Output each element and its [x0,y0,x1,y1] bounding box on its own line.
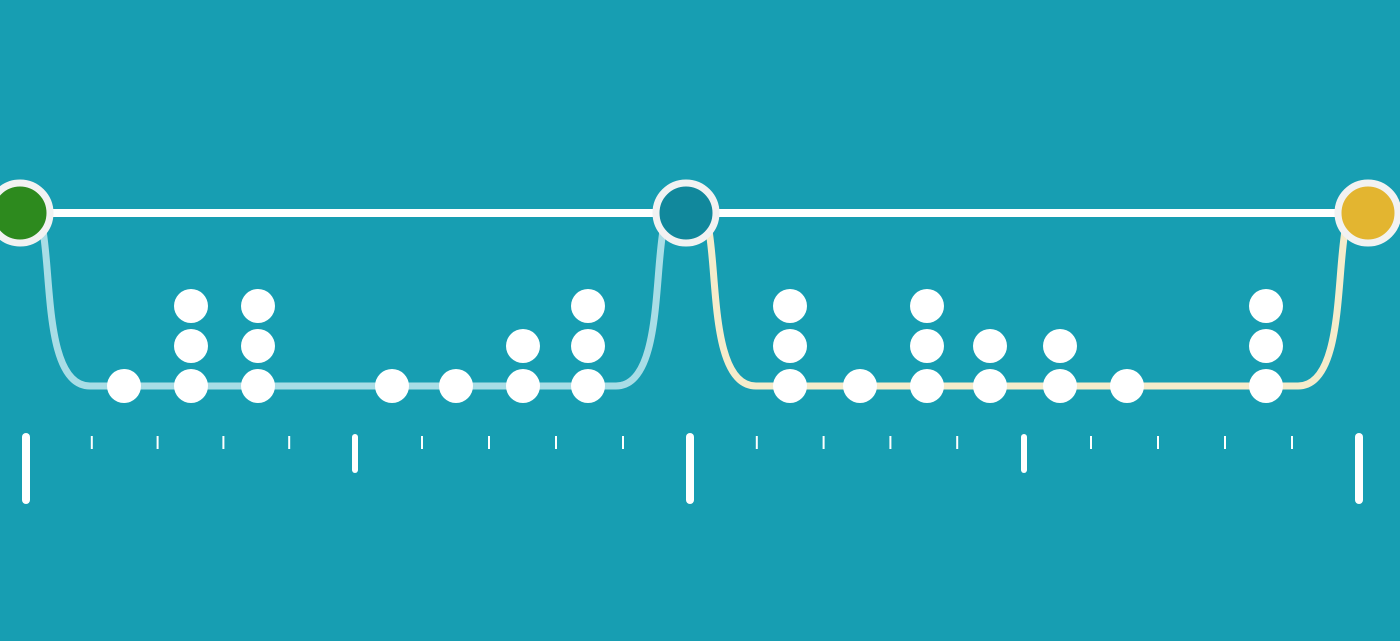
ruler-ticks [22,433,1363,504]
event-dot [1043,369,1077,403]
event-dot [241,329,275,363]
event-dot [973,329,1007,363]
event-dot [910,369,944,403]
event-dot [843,369,877,403]
dot-stacks [107,289,1283,403]
event-dot [439,369,473,403]
event-dot [174,369,208,403]
event-dot [571,289,605,323]
end-node [1334,179,1400,247]
timeline-nodes [0,179,1400,247]
event-dot [1249,369,1283,403]
event-dot [910,329,944,363]
event-dot [571,369,605,403]
start-node [0,179,54,247]
event-dot [241,289,275,323]
event-dot [1249,289,1283,323]
event-dot [375,369,409,403]
event-dot [174,329,208,363]
event-dot [1043,329,1077,363]
left-segment-track [38,221,668,390]
event-dot [506,329,540,363]
segment-tracks [38,221,1350,390]
event-dot [174,289,208,323]
event-dot [910,289,944,323]
event-dot [973,369,1007,403]
event-dot [107,369,141,403]
event-dot [1249,329,1283,363]
event-dot [571,329,605,363]
right-segment-track [704,221,1350,390]
middle-node [652,179,720,247]
event-dot [1110,369,1144,403]
event-dot [241,369,275,403]
event-dot [773,289,807,323]
event-dot [773,329,807,363]
event-dot [773,369,807,403]
event-dot [506,369,540,403]
